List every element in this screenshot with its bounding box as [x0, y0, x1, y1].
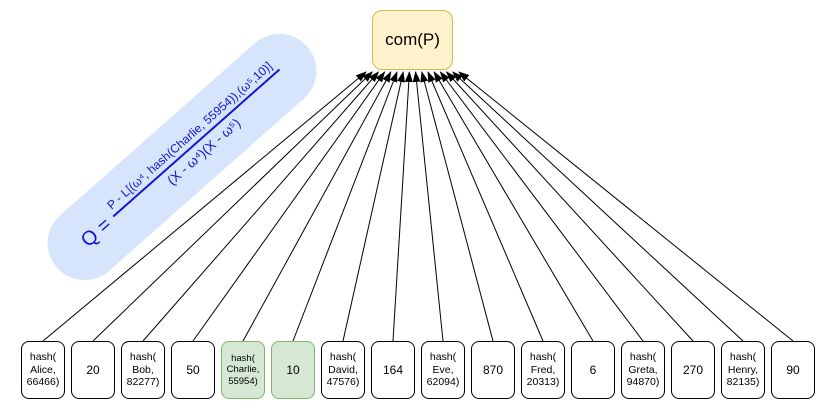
- leaf-box: 50: [171, 341, 215, 399]
- leaf-arrow: [42, 71, 367, 342]
- leaf-box-highlighted: hash( Charlie, 55954): [221, 341, 265, 399]
- leaf-box: hash( Bob, 82277): [121, 341, 165, 399]
- leaf-arrow: [142, 71, 380, 342]
- leaf-box: hash( Eve, 62094): [421, 341, 465, 399]
- leaf-box: hash( Fred, 20313): [521, 341, 565, 399]
- leaf-box: 270: [671, 341, 715, 399]
- leaf-arrow: [392, 71, 413, 342]
- leaf-arrow: [427, 71, 544, 342]
- leaf-box: 870: [471, 341, 515, 399]
- leaf-arrow: [292, 71, 398, 342]
- leaf-arrow: [433, 71, 594, 342]
- commitment-node-label: com(P): [385, 30, 440, 49]
- commitment-node: com(P): [372, 10, 453, 70]
- leaf-box: hash( Alice, 66466): [21, 341, 65, 399]
- leaf-box: hash( Henry, 82135): [721, 341, 765, 399]
- leaf-arrow: [420, 71, 494, 342]
- leaf-arrow: [452, 71, 744, 342]
- leaf-arrow: [458, 71, 794, 342]
- leaf-arrow: [92, 71, 373, 342]
- leaf-arrow: [242, 71, 392, 342]
- formula-prefix: Q =: [76, 213, 116, 252]
- leaf-arrow: [445, 71, 694, 342]
- leaf-arrow: [192, 71, 386, 342]
- leaf-arrow: [342, 71, 405, 342]
- leaf-box: 20: [71, 341, 115, 399]
- leaf-to-commitment-arrows: [42, 71, 794, 342]
- leaf-box: hash( David, 47576): [321, 341, 365, 399]
- leaf-arrow: [439, 71, 644, 342]
- leaf-box: 164: [371, 341, 415, 399]
- leaf-box-highlighted: 10: [271, 341, 315, 399]
- leaf-arrow: [412, 71, 444, 342]
- leaf-box: 90: [771, 341, 815, 399]
- leaf-box: 6: [571, 341, 615, 399]
- leaf-box: hash( Greta, 94870): [621, 341, 665, 399]
